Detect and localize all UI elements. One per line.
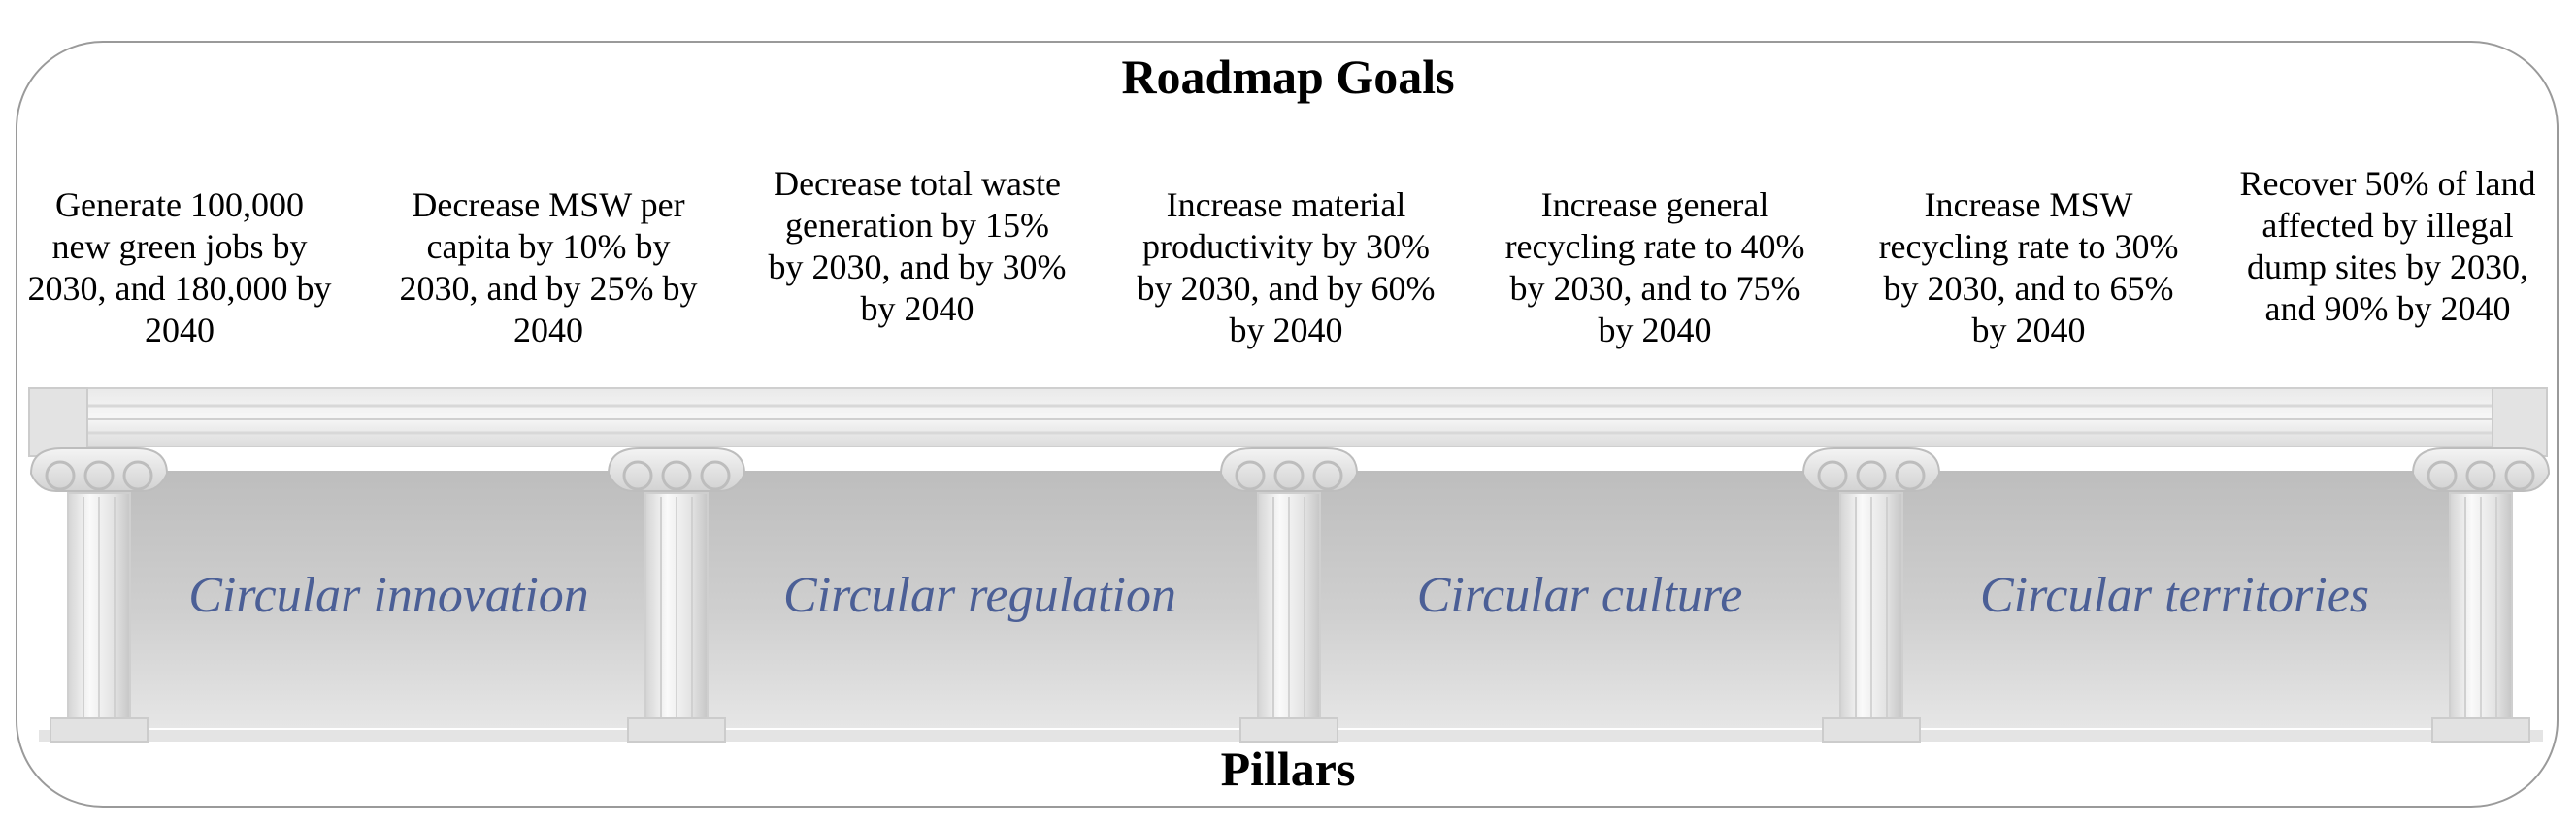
goal-msw-recycling: Increase MSW recycling rate to 30% by 20… xyxy=(1878,185,2179,349)
pillar-label-circular-innovation: Circular innovation xyxy=(188,568,589,623)
goal-material-productivity: Increase material productivity by 30% by… xyxy=(1137,185,1436,349)
roadmap-goals-title: Roadmap Goals xyxy=(1121,50,1455,104)
column-2 xyxy=(607,447,746,742)
goal-msw-per-capita: Decrease MSW per capita by 10% by 2030, … xyxy=(399,185,698,349)
pillar-panel-culture xyxy=(1315,471,1844,728)
goal-green-jobs: Generate 100,000 new green jobs by 2030,… xyxy=(27,185,332,349)
column-3 xyxy=(1219,447,1359,742)
goal-total-waste: Decrease total waste generation by 15% b… xyxy=(768,164,1067,328)
pillar-panel-territories xyxy=(1896,471,2454,728)
column-5 xyxy=(2411,447,2551,742)
column-1 xyxy=(29,447,169,742)
pillar-label-circular-regulation: Circular regulation xyxy=(783,568,1176,623)
pillar-label-circular-culture: Circular culture xyxy=(1416,568,1743,623)
entablature-beam xyxy=(28,387,2548,457)
pillar-panel-regulation xyxy=(701,471,1259,728)
goal-general-recycling: Increase general recycling rate to 40% b… xyxy=(1504,185,1805,349)
column-4 xyxy=(1801,447,1941,742)
pillar-label-circular-territories: Circular territories xyxy=(1979,568,2370,623)
goal-land-recovery: Recover 50% of land affected by illegal … xyxy=(2239,164,2536,328)
pillar-panel-innovation xyxy=(124,471,653,728)
pillars-title: Pillars xyxy=(1220,742,1356,796)
